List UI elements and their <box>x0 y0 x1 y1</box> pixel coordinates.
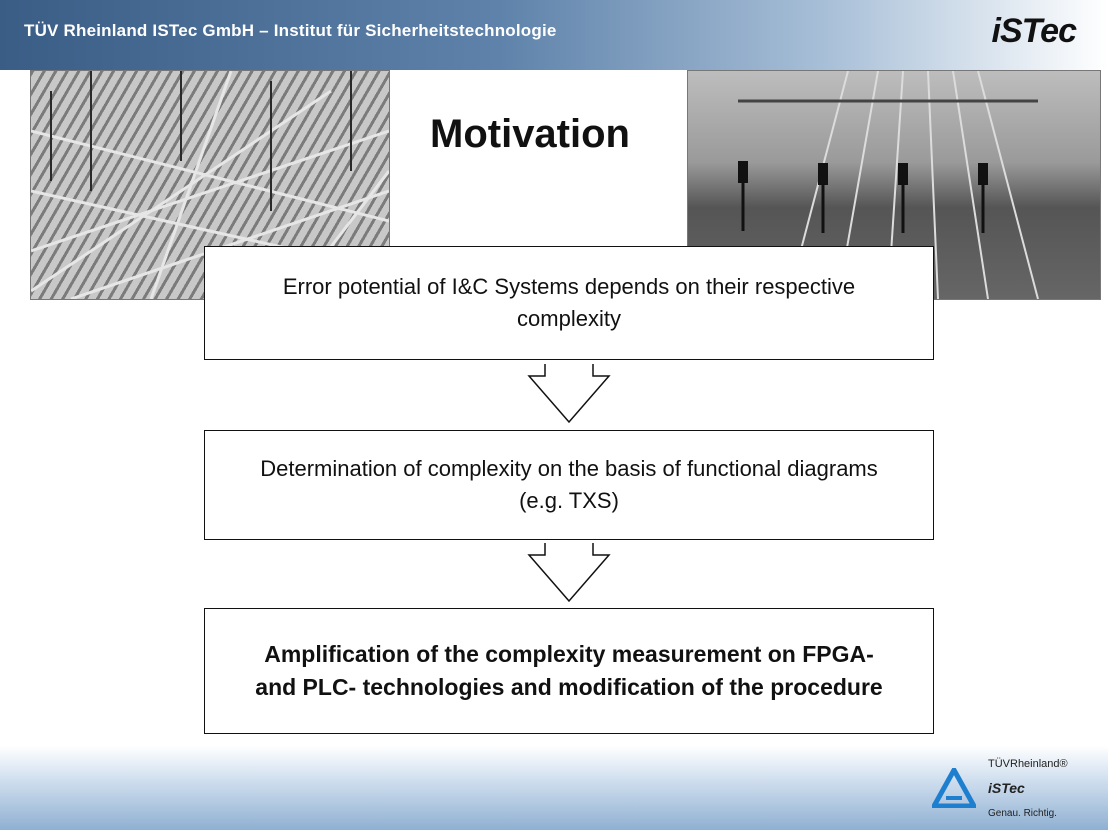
flow-box-error-potential: Error potential of I&C Systems depends o… <box>204 246 934 360</box>
slide-title: Motivation <box>430 112 630 156</box>
footer-brand: TÜVRheinland® <box>988 758 1068 770</box>
footer-slogan: Genau. Richtig. <box>988 808 1057 819</box>
header-title: TÜV Rheinland ISTec GmbH – Institut für … <box>24 21 557 40</box>
down-arrow-icon <box>527 543 611 603</box>
down-arrow-icon <box>527 364 611 424</box>
istec-logo: iSTec <box>991 12 1077 50</box>
flow-box-determination: Determination of complexity on the basis… <box>204 430 934 540</box>
footer-istec: iSTec <box>988 780 1025 796</box>
footer-band <box>0 746 1108 830</box>
header-bar: TÜV Rheinland ISTec GmbH – Institut für … <box>0 0 1108 70</box>
tuv-istec-footer-logo: TÜVRheinland® iSTec Genau. Richtig. <box>932 758 1082 826</box>
tuv-triangle-icon <box>932 768 976 808</box>
flow-box-amplification: Amplification of the complexity measurem… <box>204 608 934 734</box>
